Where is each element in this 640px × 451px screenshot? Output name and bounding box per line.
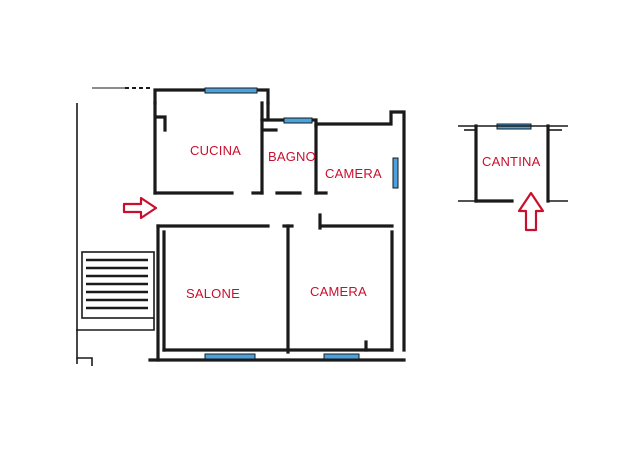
stair-well xyxy=(76,103,155,366)
cantina-walls xyxy=(458,124,568,203)
room-label-camera-bottom: CAMERA xyxy=(310,284,367,299)
window-bagno xyxy=(283,117,313,124)
room-label-camera-top: CAMERA xyxy=(325,166,382,181)
room-label-cantina: CANTINA xyxy=(482,154,541,169)
apartment-walls xyxy=(148,88,406,362)
entrance-arrow-icon xyxy=(122,196,158,220)
room-label-cucina: CUCINA xyxy=(190,143,241,158)
window-salone xyxy=(204,353,256,360)
window-kitchen xyxy=(204,87,258,94)
cantina-entrance-arrow-icon xyxy=(517,191,545,232)
window-camera-bottom xyxy=(323,353,360,360)
room-label-salone: SALONE xyxy=(186,286,240,301)
room-label-bagno: BAGNO xyxy=(268,149,316,164)
windows xyxy=(204,87,532,360)
stair-steps xyxy=(86,258,148,310)
window-camera-top xyxy=(392,157,399,189)
